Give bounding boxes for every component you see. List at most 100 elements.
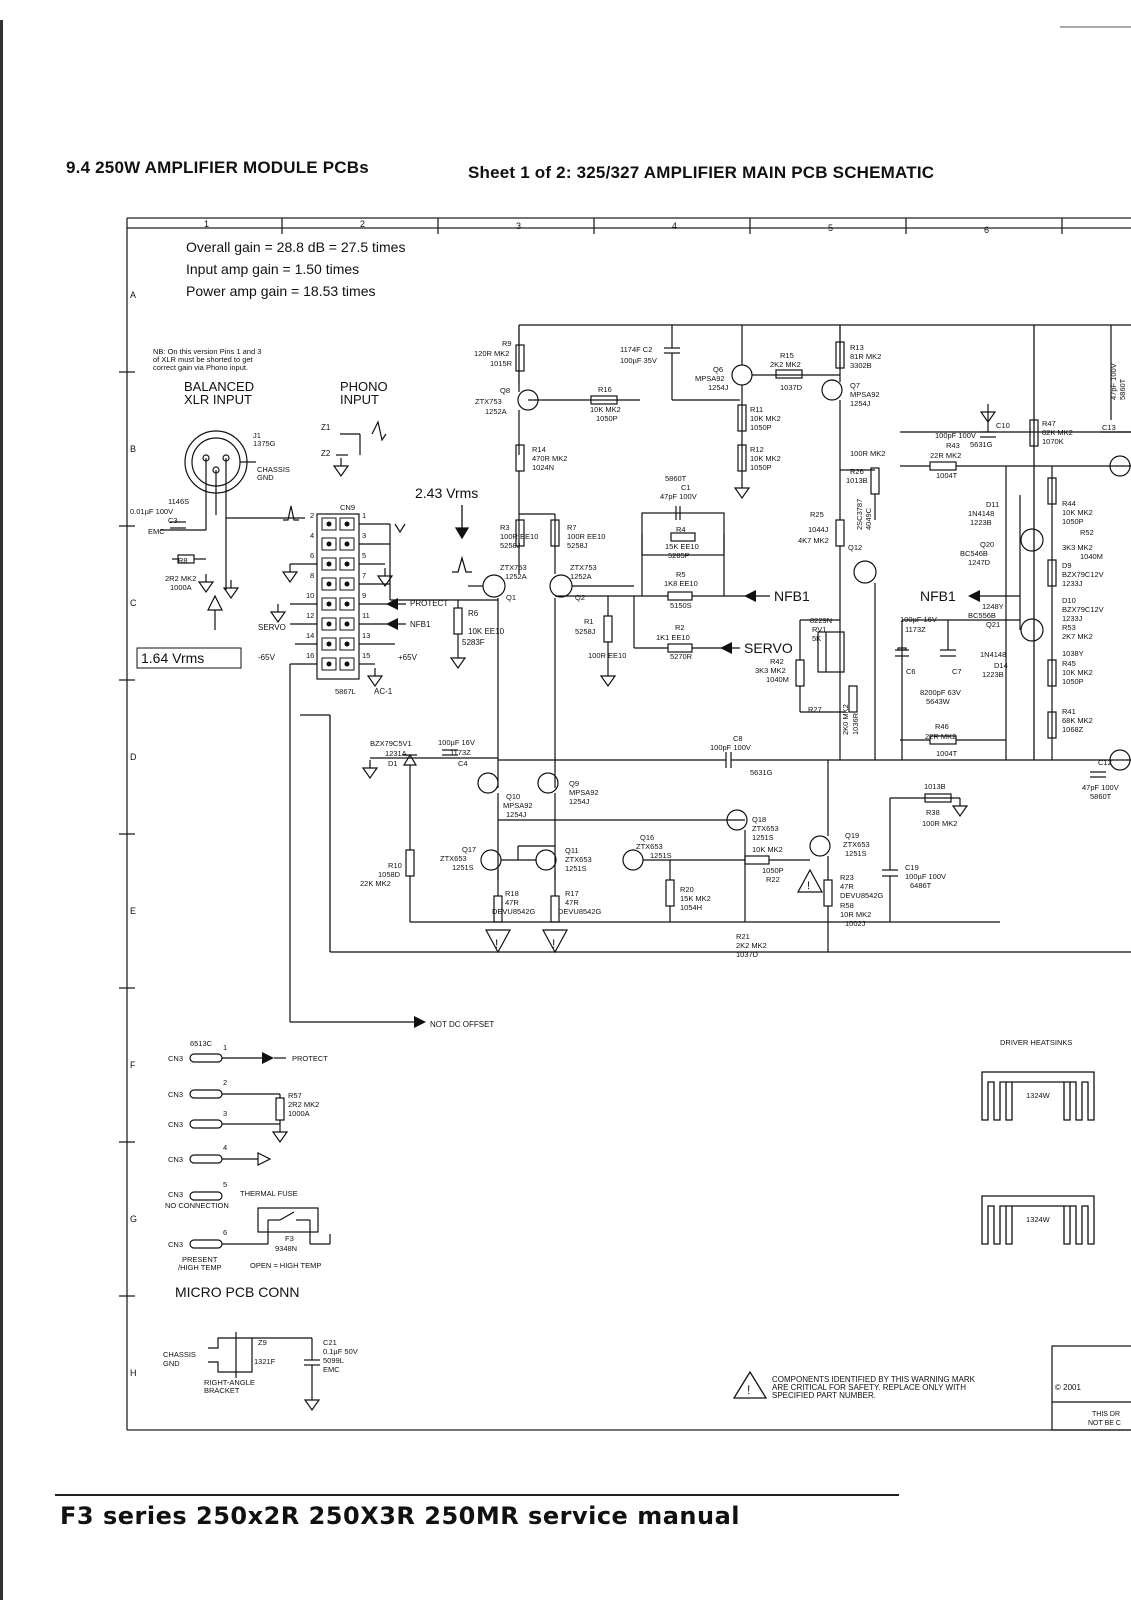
q11-q17-mirror <box>480 845 569 954</box>
r11-label: R11 <box>750 405 763 414</box>
c13-label: C13 <box>1102 423 1116 432</box>
input-filter <box>160 521 206 564</box>
r23-part: DEVU8542G <box>840 891 884 900</box>
r21-part: 1037D <box>736 950 759 959</box>
input-titles: BALANCED XLR INPUT PHONO INPUT <box>184 379 388 407</box>
r14-label: R14 <box>532 445 546 454</box>
r57-label: R57 <box>288 1091 302 1100</box>
c21-part: 5099L <box>323 1356 344 1365</box>
c12-part: 5860T <box>1090 792 1112 801</box>
r5-part: 5150S <box>670 601 692 610</box>
gain-notes: Overall gain = 28.8 dB = 27.5 times Inpu… <box>186 239 405 299</box>
measure-arrow <box>452 505 472 573</box>
column-labels: 1 2 3 4 5 6 <box>204 219 989 235</box>
cn9-pin: 10 <box>306 591 314 600</box>
col-label: 4 <box>672 221 677 231</box>
cn9-pin: 1 <box>362 511 366 520</box>
protection-circuit <box>895 412 1131 778</box>
d1-type: BZX79C5V1 <box>370 739 412 748</box>
q17-part: 1251S <box>452 863 474 872</box>
q1-part: 1252A <box>505 572 527 581</box>
r26-label: R26 <box>850 467 864 476</box>
j1-label: J1 <box>253 431 261 440</box>
r20-part: 1054H <box>680 903 702 912</box>
c6-label: C6 <box>906 667 916 676</box>
c2-capacitor <box>664 325 740 401</box>
micro-pcb-title: MICRO PCB CONN <box>175 1284 299 1300</box>
c1-value: 47pF 100V <box>660 492 697 501</box>
r42-value: 3K3 MK2 <box>755 666 786 675</box>
r18-label: R18 <box>505 889 519 898</box>
r47-part: 1070K <box>1042 437 1064 446</box>
q7-type: MPSA92 <box>850 390 880 399</box>
feedback-network <box>555 506 744 668</box>
d10-type: BZX79C12V <box>1062 605 1104 614</box>
r44-value: 10K MK2 <box>1062 508 1093 517</box>
scan-mark <box>1060 26 1131 28</box>
r47-value: 82K MK2 <box>1042 428 1073 437</box>
col-label: 2 <box>360 219 365 229</box>
cn9-pin: 12 <box>306 611 314 620</box>
micro-pin: 6 <box>223 1228 227 1237</box>
r43-label: R43 <box>946 441 960 450</box>
micro-pin: 3 <box>223 1109 227 1118</box>
svg-text:1324W: 1324W <box>1026 1215 1051 1224</box>
driver-heatsinks: DRIVER HEATSINKS 1324W 1324W <box>981 1038 1095 1245</box>
row-label: B <box>130 444 136 454</box>
footer-rule <box>55 1494 899 1496</box>
q8-label: Q8 <box>500 386 510 395</box>
c10-label: C10 <box>996 421 1010 430</box>
r46-label: R46 <box>935 722 949 731</box>
emc-label: EMC <box>148 527 165 536</box>
f3-label: F3 <box>285 1234 294 1243</box>
servo-label: SERVO <box>744 640 793 656</box>
r58-value: 10R MK2 <box>840 910 871 919</box>
r11-part: 1050P <box>750 423 772 432</box>
warning-line: ARE CRITICAL FOR SAFETY. REPLACE ONLY WI… <box>772 1383 966 1392</box>
col-label: 3 <box>516 221 521 231</box>
c3-value: 0.01µF 100V <box>130 507 173 516</box>
r45-part: 1050P <box>1062 677 1084 686</box>
warning-mark-icon: ! <box>552 937 555 951</box>
warning-line: SPECIFIED PART NUMBER. <box>772 1391 876 1400</box>
d1-part: 1231A <box>385 749 407 758</box>
micro-label: CN3 <box>168 1090 183 1099</box>
r10-resistor <box>405 849 1000 923</box>
q21-part: 1248Y <box>982 602 1004 611</box>
chassis-label: CHASSIS <box>163 1350 196 1359</box>
d1-label: D1 <box>388 759 398 768</box>
r2-value: 1K1 EE10 <box>656 633 690 642</box>
c8-label: C8 <box>733 734 743 743</box>
r41-part: 1068Z <box>1062 725 1084 734</box>
r13-label: R13 <box>850 343 864 352</box>
r17-label: R17 <box>565 889 579 898</box>
q1-q2-transistors <box>468 519 634 788</box>
r3-part: 5258J <box>500 541 521 550</box>
r52-label: R52 <box>1080 528 1094 537</box>
r11-value: 10K MK2 <box>750 414 781 423</box>
sheet-title: Sheet 1 of 2: 325/327 AMPLIFIER MAIN PCB… <box>468 163 935 182</box>
bracket-label: BRACKET <box>204 1386 240 1395</box>
c-top-part: 5860T <box>1118 378 1127 400</box>
r38-value: 100R MK2 <box>922 819 957 828</box>
r7-part: 5258J <box>567 541 588 550</box>
q18-label: Q18 <box>752 815 766 824</box>
r58-label: R58 <box>840 901 854 910</box>
c4-label: C4 <box>458 759 468 768</box>
row-labels: A B C D E F G H <box>130 290 137 1378</box>
title-note: NOT BE C <box>1088 1420 1121 1427</box>
q21-label: Q21 <box>986 620 1000 629</box>
r16-value: 10K MK2 <box>590 405 621 414</box>
row-label: F <box>130 1060 136 1070</box>
gain-power-amp: Power amp gain = 18.53 times <box>186 283 376 299</box>
bracket-label: RIGHT-ANGLE <box>204 1378 255 1387</box>
q20-label: Q20 <box>980 540 994 549</box>
q16-label: Q16 <box>640 833 654 842</box>
cn9-pin: 9 <box>362 591 366 600</box>
cn9-pin: 3 <box>362 531 366 540</box>
d9-label: D9 <box>1062 561 1072 570</box>
balanced-title: XLR INPUT <box>184 392 252 407</box>
r18-part: DEVU8542G <box>492 907 536 916</box>
r5-label: R5 <box>676 570 686 579</box>
